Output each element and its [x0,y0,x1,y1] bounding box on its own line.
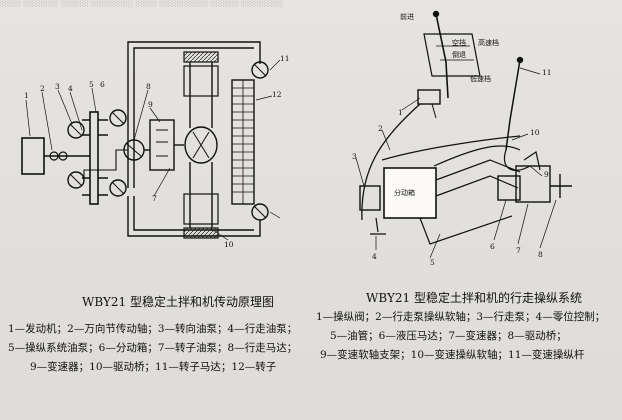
rotor-motor-top [251,61,269,79]
zero-position-control [370,217,386,235]
travel-pump-right [359,185,381,211]
label-transfer-box: 分动箱 [394,189,415,197]
rotor-hydraulic-line [127,41,261,188]
right-num-9: 9 [544,170,549,179]
shift-flexible-shaft [503,149,531,171]
left-num-4: 4 [68,84,73,93]
right-num-6: 6 [490,242,495,251]
gearbox-right [515,165,551,203]
right-legend-line: 5—油管；6—液压马达；7—变速器；8—驱动桥； [330,330,567,342]
right-num-10: 10 [530,128,540,137]
left-num-10: 10 [224,240,234,249]
left-num-12: 12 [272,90,282,99]
control-valve [417,89,441,105]
left-legend-line: 1—发动机；2—万向节传动轴；3—转向油泵；4—行走油泵； [8,323,298,335]
left-legend-line: 9—变速器；10—驱动桥；11—转子马达；12—转子 [30,361,277,373]
engine-box [21,137,45,175]
right-num-11: 11 [542,68,552,77]
left-num-5: 5 [89,80,94,89]
control-pump [109,109,127,127]
hydraulic-motor [497,175,521,201]
left-num-1: 1 [24,91,29,100]
pump-flexible-shaft [361,103,421,221]
left-num-9: 9 [148,100,153,109]
left-num-8: 8 [146,82,151,91]
right-legend-line: 1—操纵阀；2—行走泵操纵软轴；3—行走泵；4—零位控制； [316,311,606,323]
label-low-speed: 低速档 [470,75,491,83]
oil-pipes [419,159,521,245]
left-legend: 1—发动机；2—万向节传动轴；3—转向油泵；4—行走油泵； 5—操纵系统油泵；6… [8,320,297,377]
rotor-pump [109,179,127,197]
right-num-3: 3 [352,152,357,161]
left-transmission-diagram [21,41,281,241]
label-reverse: 倒退 [452,51,466,59]
right-num-1: 1 [398,108,403,117]
left-num-7: 7 [152,194,157,203]
right-num-2: 2 [378,124,383,133]
left-num-6: 6 [100,80,105,89]
left-caption: WBY21 型稳定土拌和机传动原理图 [82,295,274,309]
label-high-speed: 高速档 [478,39,499,47]
left-num-11: 11 [280,54,290,63]
right-control-diagram [355,10,572,259]
right-num-7: 7 [516,246,521,255]
left-num-3: 3 [55,82,60,91]
right-caption: WBY21 型稳定土拌和机的行走操纵系统 [366,291,582,305]
left-legend-line: 5—操纵系统油泵；6—分动箱；7—转子油泵；8—行走马达； [8,342,298,354]
right-num-8: 8 [538,250,543,259]
right-legend: 1—操纵阀；2—行走泵操纵软轴；3—行走泵；4—零位控制； 5—油管；6—液压马… [316,308,605,365]
shift-plate [423,33,481,77]
transfer-box-right [383,167,437,219]
gearbox [149,119,175,171]
left-num-2: 2 [40,84,45,93]
drive-axle-right [550,174,572,198]
right-legend-line: 9—变速软轴支架；10—变速操纵软轴；11—变速操纵杆 [320,349,585,361]
shaft-bracket [523,151,541,171]
label-forward: 前进 [400,13,414,21]
label-neutral: 空挡 [452,39,466,47]
right-num-4: 4 [372,252,377,261]
travel-motor-line [83,149,128,180]
transfer-box [89,111,99,205]
rotor-motor-bottom [251,203,269,221]
travel-control-lever [435,13,449,99]
shift-lever [505,59,521,151]
right-num-5: 5 [430,258,435,267]
bleed-through-text: ░░░ ░░░░░ ░░░░ ░░░░░░ ░░░ ░░░░░░░ ░░░░ ░… [0,0,284,8]
steering-pump [67,121,85,139]
